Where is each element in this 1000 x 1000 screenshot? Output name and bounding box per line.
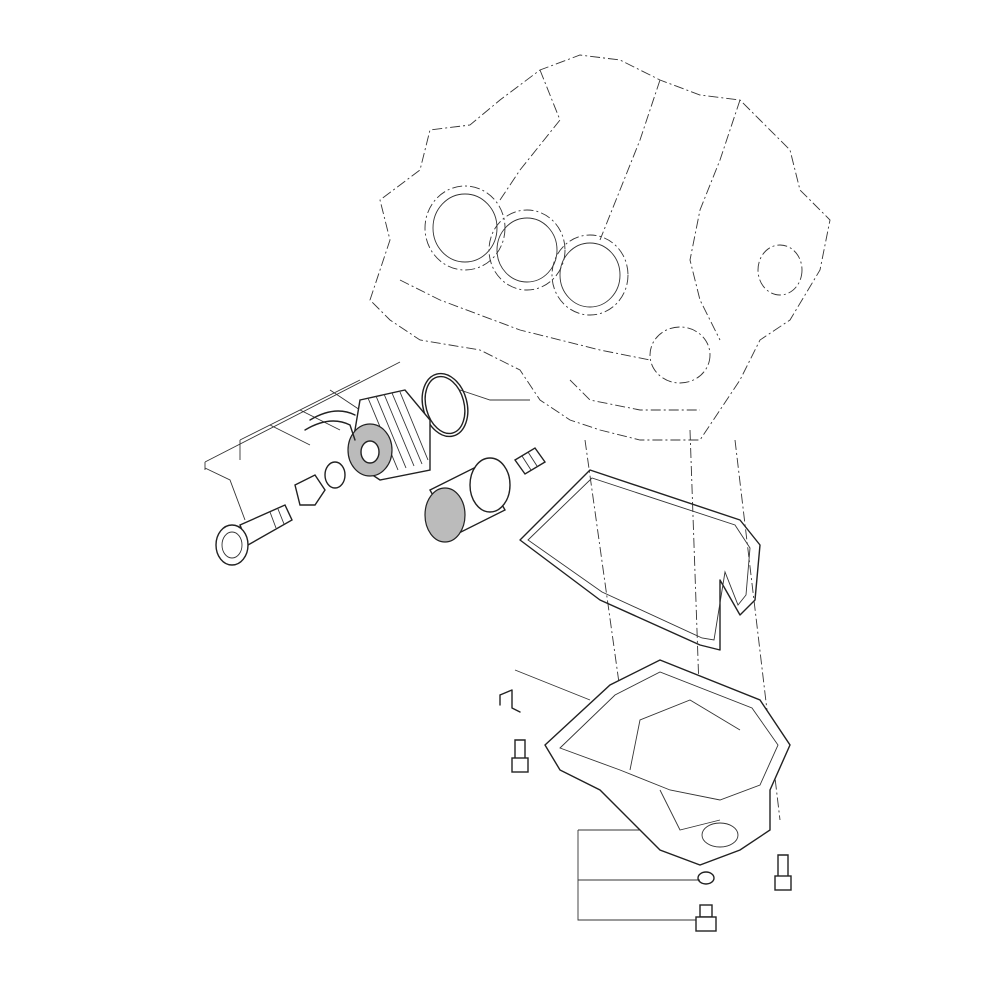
oil-cooler (347, 389, 431, 481)
oil-cooler-hose (304, 410, 356, 441)
oil-pan (544, 659, 791, 866)
oil-pan-gasket (519, 469, 761, 651)
oil-filter (424, 457, 511, 543)
leader-lines (204, 361, 781, 921)
engine-crankcase (369, 54, 831, 441)
washer (294, 474, 326, 506)
o-ring (421, 372, 469, 438)
oil-filter-nipple (513, 447, 547, 475)
oil-pan-bolt (774, 854, 792, 891)
drain-washer (697, 871, 715, 885)
drain-bolt (695, 904, 717, 932)
oil-pan-bolt (511, 739, 529, 773)
bracket (499, 689, 521, 713)
union-bolt (215, 504, 293, 566)
circlip (324, 461, 346, 489)
